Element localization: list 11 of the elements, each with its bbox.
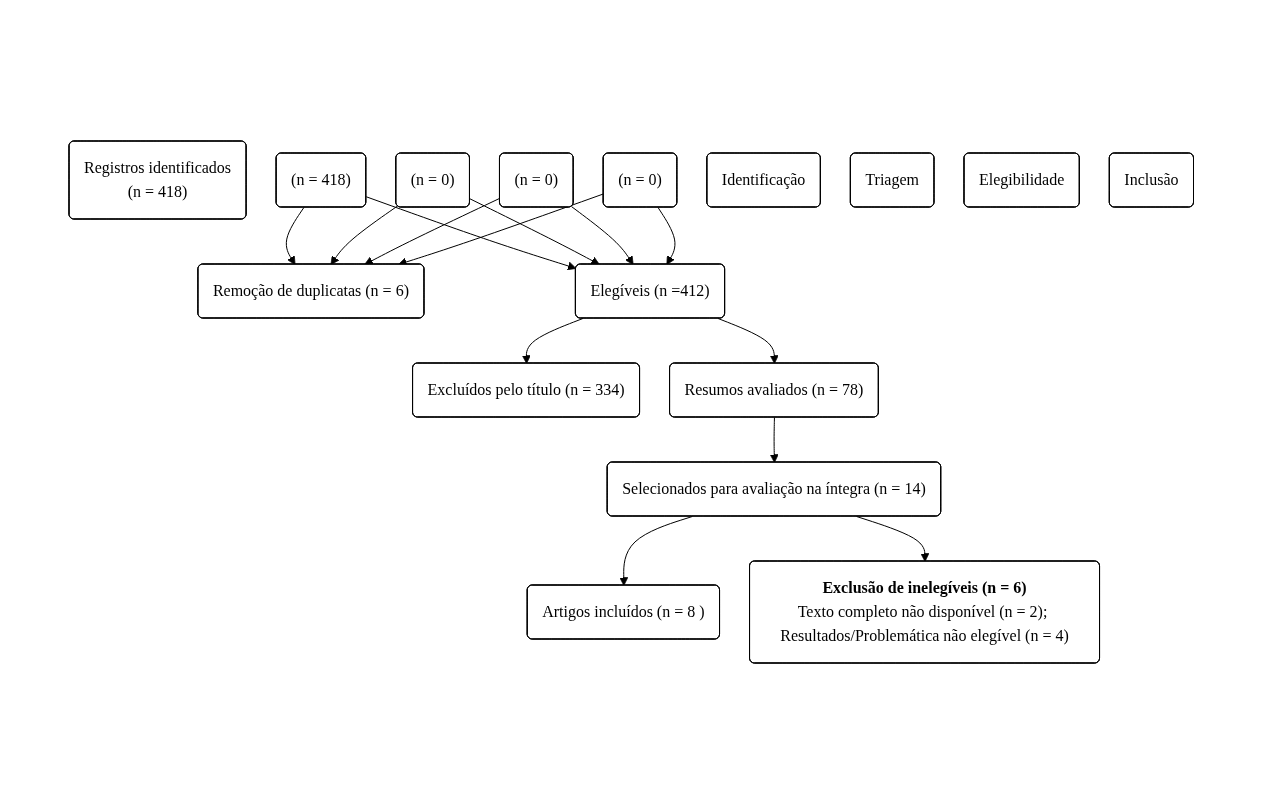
arrow xyxy=(657,206,676,265)
arrow xyxy=(330,204,399,265)
arrow xyxy=(364,197,501,265)
arrow xyxy=(770,416,779,463)
arrow xyxy=(522,317,584,364)
arrow xyxy=(619,515,694,586)
arrow xyxy=(366,195,577,270)
arrow xyxy=(286,206,305,265)
arrow xyxy=(717,317,779,364)
arrow xyxy=(571,205,634,265)
arrow xyxy=(856,515,930,562)
